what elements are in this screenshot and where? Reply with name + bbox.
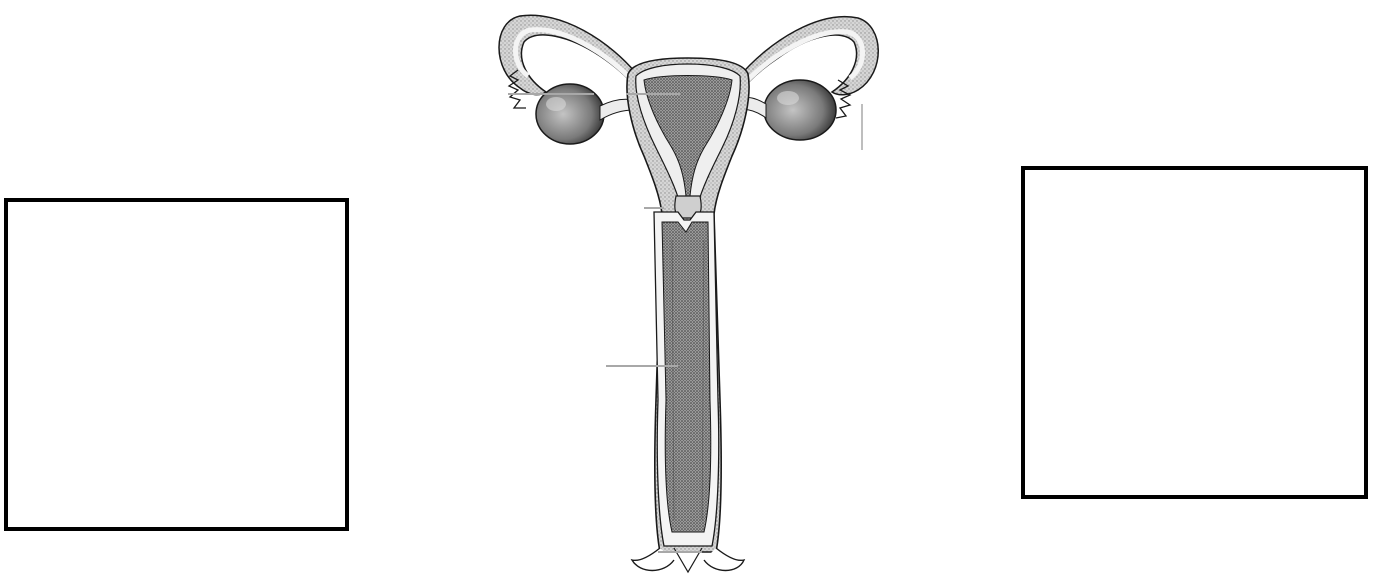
answer-box-right[interactable]: [1021, 166, 1368, 499]
answer-box-left[interactable]: [4, 198, 349, 531]
left-fallopian-tube: [499, 15, 640, 94]
right-ovary: [764, 80, 836, 140]
